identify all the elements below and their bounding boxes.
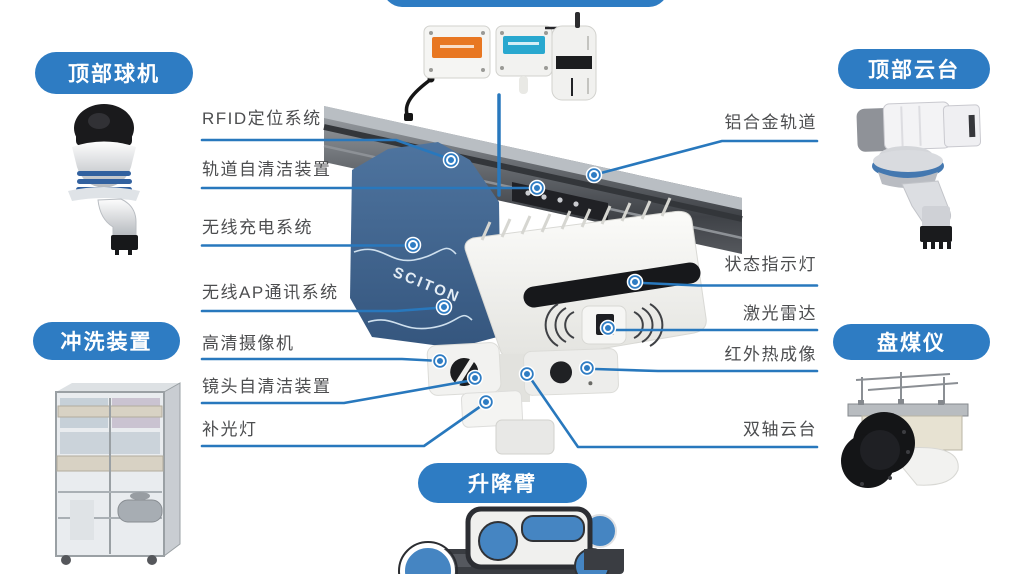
robot-housing-graphic: SCITON [350,142,501,348]
callout-wireless-ap: 无线AP通讯系统 [202,283,339,302]
robot-body-graphic [464,197,707,363]
callout-infrared: 红外热成像 [724,345,817,364]
pill-top-cutoff [383,0,668,7]
lifting-arm-figure [398,506,624,574]
callout-status-light: 状态指示灯 [724,255,817,274]
pill-washing-device: 冲洗装置 [33,322,180,360]
gimbal-camera-graphic [426,342,619,455]
callout-wireless-charge: 无线充电系统 [202,218,313,237]
pill-top-ptz: 顶部云台 [838,49,990,89]
callout-hd-camera: 高清摄像机 [202,334,295,353]
connector-dots [404,151,644,411]
leader-lines [200,93,819,449]
callout-laser-radar: 激光雷达 [743,304,817,323]
pill-top-dome-camera: 顶部球机 [35,52,193,94]
callout-aluminum-rail: 铝合金轨道 [724,113,817,132]
status-light-slot [523,262,701,308]
callout-dual-axis: 双轴云台 [743,420,817,439]
dome-camera-figure [68,104,140,255]
gas-sensors-figure [404,12,597,121]
coal-meter-figure [841,372,969,488]
callout-rfid: RFID定位系统 [202,109,322,128]
ptz-camera-figure [856,101,982,249]
washing-cabinet-figure [55,382,181,565]
callout-lens-clean: 镜头自清洁装置 [202,377,332,396]
callout-fill-light: 补光灯 [202,420,258,439]
pill-coal-meter: 盘煤仪 [833,324,990,360]
callout-rail-clean: 轨道自清洁装置 [202,160,332,179]
pill-lifting-arm: 升降臂 [418,463,587,503]
